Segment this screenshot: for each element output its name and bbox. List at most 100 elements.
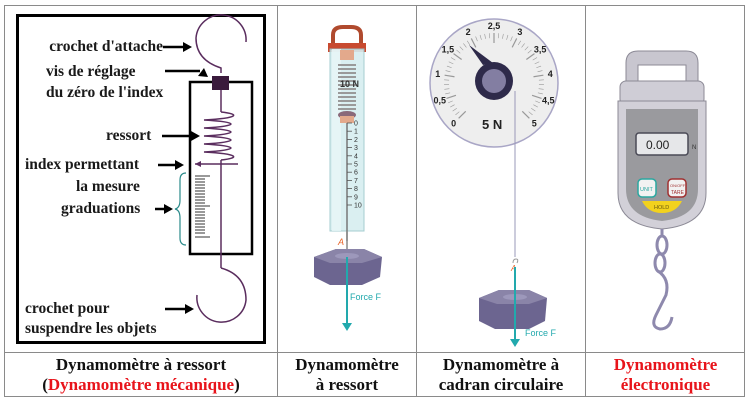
scale-label: 5 [354,162,358,169]
tube-cap [328,43,366,52]
label-zero-screw-2: du zéro de l'index [46,84,164,101]
dial-tick [484,33,486,39]
scale-label: 6 [354,170,358,177]
dial-tick [445,92,451,95]
dial-number: 3,5 [534,44,547,54]
force-label: Force F [525,328,557,338]
label-hook-2: suspendre les objets [25,320,157,337]
dial-numbers: 00,511,522,533,544,55 [434,21,555,128]
caption-line2: à ressort [315,375,379,394]
label-index-1: index permettant [25,156,140,173]
dial-tick [448,61,454,65]
dial-tick [536,65,542,69]
dial-tick [479,34,482,40]
scale-label: 1 [354,129,358,136]
dial-tick [517,40,522,46]
dial-tick [453,53,462,60]
dial-tick [475,36,478,42]
caption-line2: électronique [620,375,711,394]
dial-needle [469,45,493,65]
handle [625,50,699,84]
lcd-display [635,132,689,156]
lcd-unit: N [692,145,696,151]
dial-number: 1 [435,69,440,79]
scale-label: 9 [354,194,358,201]
lcd-reading: 0.00 [646,138,670,152]
dial-tick [470,38,477,48]
dial-tick [538,88,544,90]
tare-label: TARE [671,190,685,196]
dial-tick [444,88,450,90]
label-zero-screw-1: vis de réglage [46,63,136,80]
scale-label: 2 [354,137,358,144]
caption-dial: Dynamomètre à cadran circulaire [417,353,585,397]
dial-tick [533,104,538,108]
dial-number: 0,5 [434,96,447,106]
table-frame [4,5,745,397]
dial-tick [458,110,467,119]
schematic-drawing [155,14,254,323]
dial-tick [511,38,518,48]
capacity-label: 10 N [340,79,359,89]
caption-line1: Dynamomètre à ressort [55,355,227,374]
top-ring [331,25,363,45]
dial-number: 2 [466,27,471,37]
electronic-dynamometer-drawing: 0.00 N UNIT ON/OFF TARE HOLD [617,50,707,331]
dial-number: 4 [548,69,553,79]
scale-label: 8 [354,186,358,193]
hold-button[interactable] [642,201,682,213]
graduations-brace [174,172,187,246]
label-graduations: graduations [61,200,141,217]
scale-label: 0 [354,121,358,128]
dial-tick [446,94,457,100]
on-off-label: ON/OFF [670,183,686,188]
dial-tick [502,33,504,39]
tare-button[interactable] [667,178,687,198]
caption-electronic: Dynamomètre électronique [586,353,745,397]
scale-label: 10 [354,203,362,210]
top-hook [195,14,247,73]
dial-number: 2,5 [488,21,501,31]
spring [203,111,235,161]
label-hook-1: crochet pour [25,300,110,317]
column-divider [585,5,586,397]
dial-tick [506,34,509,40]
dial-number: 3 [517,27,522,37]
dial-tick [447,100,453,104]
dial-tick [533,74,544,78]
caption-spring: Dynamomètre à ressort [278,353,416,397]
point-a-label: A [337,237,344,247]
dial-tick [446,65,452,69]
dial-tick [456,49,461,54]
point-a-label: A [510,264,516,273]
caption-mechanical: Dynamomètre à ressort (Dynamomètre mécan… [5,353,277,397]
unit-button[interactable] [637,178,657,198]
dial-tick [532,57,538,61]
label-spring: ressort [106,127,152,144]
bottom-hook [196,267,247,323]
label-arrows [155,42,208,314]
label-attachment-hook: crochet d'attache [49,38,163,55]
dial-number: 5 [532,118,537,128]
dial-number: 1,5 [442,44,455,54]
dial-tick [452,108,457,112]
dial-tick [537,92,543,95]
column-divider [416,5,417,397]
chain-hook [652,229,674,331]
spring-coils [338,64,356,110]
dial-ticks [444,33,544,119]
column-divider [277,5,278,397]
dial-tick [527,49,532,54]
dial-number: 0 [451,118,456,128]
dial-tick [450,104,455,108]
dial-tick [466,40,471,46]
dial-tick [510,36,513,42]
scale-label: 4 [354,153,358,160]
schematic-frame [16,14,266,344]
caption-highlight: Dynamomètre mécanique [47,375,235,394]
dial-tick [521,43,525,48]
hold-label: HOLD [654,205,669,211]
scale-label: 7 [354,178,358,185]
